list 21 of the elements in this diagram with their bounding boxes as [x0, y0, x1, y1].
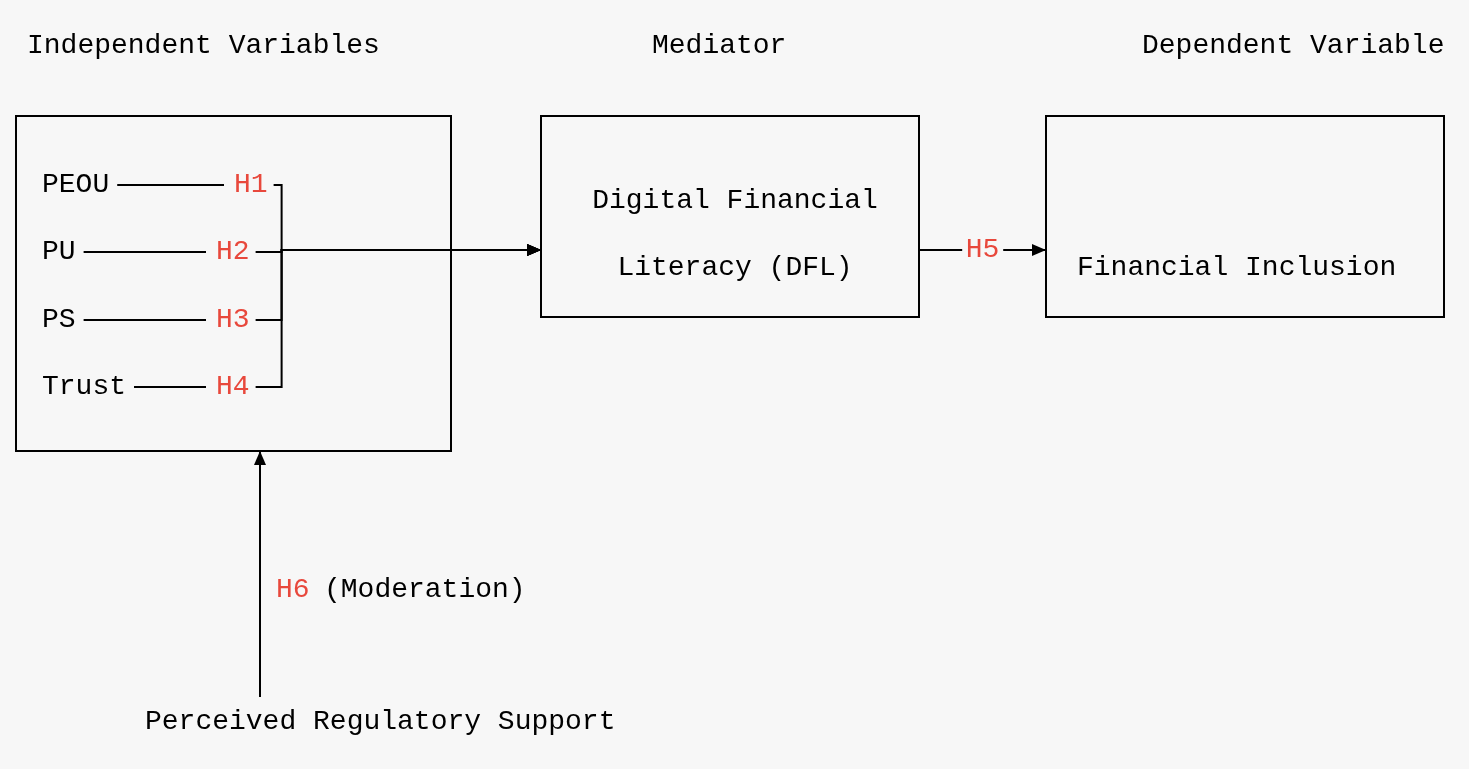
hypothesis-label: H1 [234, 168, 268, 202]
construct-label: Financial Inclusion [1077, 251, 1398, 285]
hypothesis-label: H3 [216, 303, 250, 337]
hypothesis-label: H2 [216, 235, 250, 269]
variable-label: PS [42, 303, 76, 337]
note-text: (Moderation) [324, 573, 526, 607]
column-heading: Independent Variables [27, 29, 380, 63]
column-heading: Mediator [652, 29, 787, 63]
column-heading: Dependent Variable [1142, 29, 1445, 63]
variable-label: PEOU [42, 168, 110, 202]
variable-label: PU [42, 235, 76, 269]
hypothesis-label: H4 [216, 370, 250, 404]
construct-label: Digital Financial Literacy (DFL) [591, 184, 879, 285]
connector-line [133, 386, 207, 388]
variable-label: Perceived Regulatory Support [145, 705, 616, 739]
connector-line [116, 184, 225, 186]
connector-line [82, 251, 207, 253]
variable-label: Trust [42, 370, 126, 404]
connector-line [82, 319, 207, 321]
arrow [254, 451, 266, 698]
arrow [254, 244, 541, 388]
